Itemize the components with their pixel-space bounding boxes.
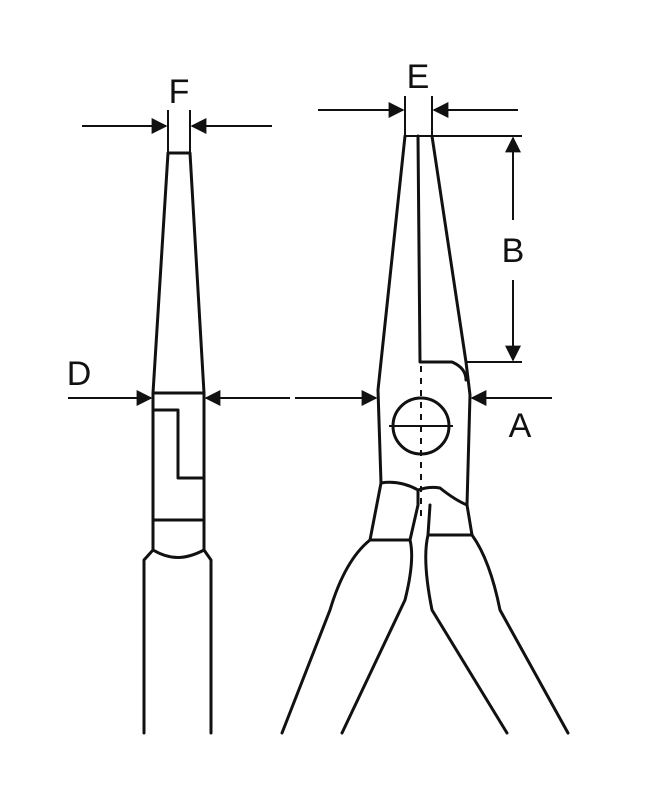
label-b: B <box>502 232 525 270</box>
dimension-a: A <box>295 390 552 445</box>
front-neck-band-cap <box>368 533 474 542</box>
front-jaw-split <box>416 134 468 382</box>
front-handle-right <box>424 533 570 735</box>
side-joint-block <box>151 391 206 522</box>
label-f: F <box>169 73 190 111</box>
label-d: D <box>67 355 92 393</box>
side-joint-band <box>151 518 206 559</box>
front-neck-band <box>368 481 474 542</box>
front-handle-left <box>280 538 414 735</box>
side-jaw-outline <box>151 151 206 395</box>
side-handle <box>142 548 213 735</box>
label-e: E <box>407 58 430 96</box>
side-view <box>142 110 213 735</box>
label-a: A <box>509 407 532 445</box>
side-joint-detail <box>151 408 206 480</box>
dimension-b: B <box>432 135 525 363</box>
front-jaw-outline <box>376 134 472 507</box>
side-tip-box <box>167 110 191 153</box>
dimension-d: D <box>67 355 290 406</box>
dimension-f: F <box>82 73 272 134</box>
front-joint-lower <box>379 480 469 507</box>
front-tip-box <box>404 96 433 137</box>
front-view <box>280 96 570 735</box>
dimension-e: E <box>318 58 518 118</box>
